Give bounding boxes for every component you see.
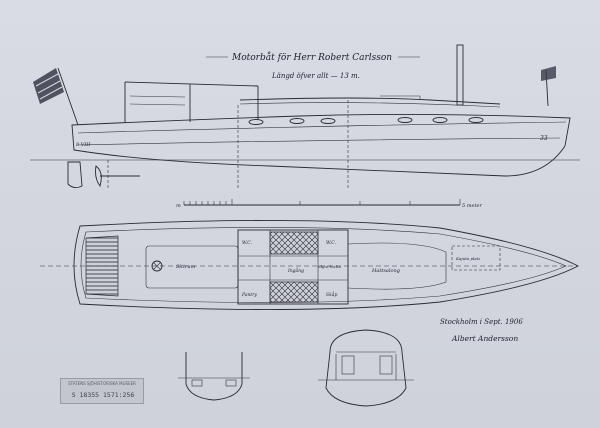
flag-fore: [541, 66, 556, 81]
flag-aft-stripes: [35, 73, 63, 100]
cross-hatched-panel: [269, 281, 319, 303]
section-aft-bench: [225, 379, 237, 387]
cabin-roof-edge: [239, 102, 501, 108]
scale-ticks: [183, 199, 461, 205]
label-pantry: Pantry: [241, 292, 257, 298]
sheer-line: [77, 121, 567, 134]
aft-grating: [85, 235, 119, 297]
section-cabin-window: [379, 355, 393, 375]
label-salon: Hattsalong: [371, 268, 400, 274]
porthole: [248, 119, 264, 125]
flagstaff-aft: [57, 67, 79, 126]
signature-name: Albert Andersson: [451, 334, 518, 343]
deck-inner-outline: [80, 227, 567, 303]
archive-stamp-label: STATENS SJÖHISTORISKA MUSEER: [68, 381, 136, 386]
signature-place-date: Stockholm i Sept. 1906: [440, 318, 523, 326]
stern-mark: 33: [540, 135, 548, 142]
propeller: [95, 165, 140, 187]
rudder: [67, 161, 83, 189]
archive-stamp: STATENS SJÖHISTORISKA MUSEER S 18355 157…: [60, 378, 144, 404]
rub-rail: [77, 137, 561, 146]
porthole: [397, 117, 413, 123]
deck-plan: Sittrum W.C. W.C. Ingång Skjut-lucka Pan…: [40, 220, 579, 310]
porthole: [289, 118, 305, 124]
section-cabin-window: [341, 355, 355, 375]
label-fore: Kajuta platz: [455, 256, 481, 261]
side-profile: 8 VIII 33: [30, 44, 580, 190]
cross-hatched-panel: [269, 231, 319, 255]
exhaust-stack: [456, 44, 464, 106]
label-hatch: Skjut-lucka: [318, 264, 341, 269]
canopy-frame: [124, 81, 259, 122]
scale-label-right: 5 meter: [462, 203, 482, 209]
porthole: [432, 117, 448, 123]
portholes: [248, 117, 484, 125]
label-stove: Skåp: [326, 291, 337, 298]
scale-bar: m 5 meter: [176, 199, 482, 209]
cabin-roof: [239, 97, 501, 105]
hull-mark: 8 VIII: [76, 142, 91, 148]
skylight: [380, 95, 421, 100]
scale-label-left: m: [176, 203, 181, 209]
forward-cabin: [347, 242, 447, 290]
section-aft-bench: [191, 379, 203, 387]
forward-hatch: [451, 245, 501, 271]
label-entry: Ingång: [287, 267, 304, 274]
drawing-subtitle: Längd öfver allt — 13 m.: [271, 72, 360, 80]
porthole: [320, 118, 336, 124]
drawing-title: Motorbåt för Herr Robert Carlsson: [231, 51, 392, 63]
archive-stamp-number: S 18355 1571:256: [71, 391, 135, 399]
cabin-block: [237, 229, 349, 305]
cross-section-cabin: [318, 329, 414, 407]
hull-side: [71, 113, 571, 177]
canopy-rails: [129, 95, 186, 106]
section-cabin-walls: [335, 351, 397, 380]
cross-section-aft: [178, 352, 250, 401]
flag-aft: [33, 68, 64, 104]
porthole: [468, 117, 484, 123]
label-wc-right: W.C.: [326, 240, 337, 246]
deck-outline: [73, 220, 579, 310]
label-wc-left: W.C.: [242, 240, 253, 246]
section-cabin-hull: [325, 329, 407, 407]
label-aft-space: Sittrum: [176, 264, 196, 270]
section-aft-hull: [185, 352, 243, 401]
